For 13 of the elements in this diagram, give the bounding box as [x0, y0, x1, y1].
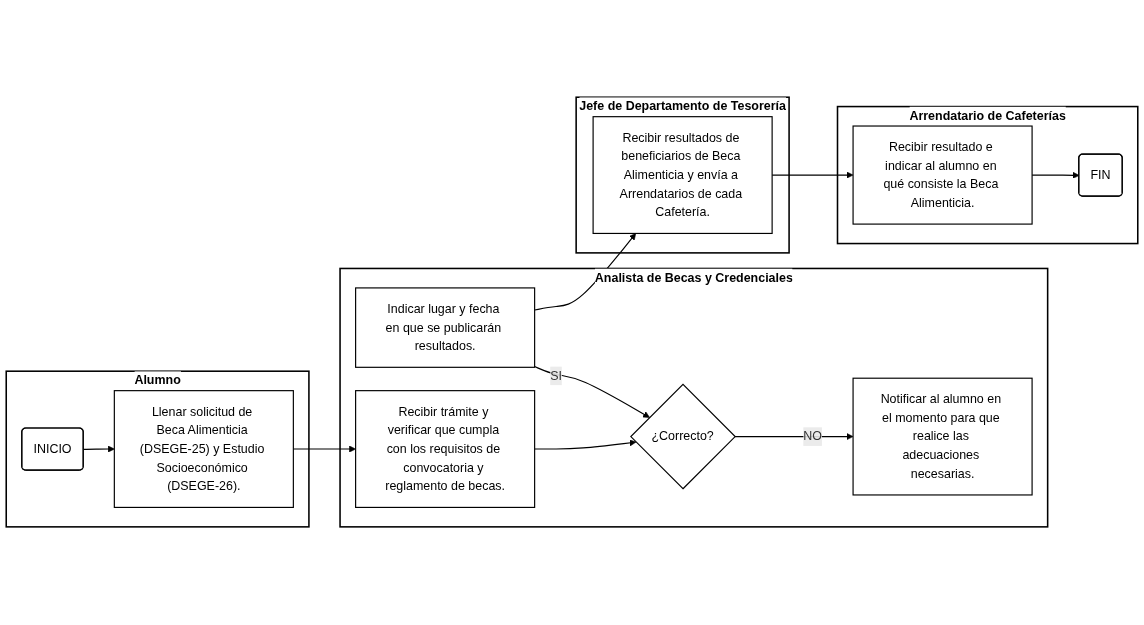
node-box: Indicar lugar y fecha en que se publicarán resultados. [355, 287, 536, 369]
arrow [734, 433, 854, 441]
node-box: Recibir resultados de beneficiarios de Beca Alimenticia y envía a Arrendatarios de cada Cafetería. [592, 116, 773, 235]
node-box: Recibir trámite y verificar que cumpla con los requisitos de convocatoria y reglamento de becas. [355, 390, 536, 509]
arrow [534, 439, 637, 451]
node-box: Llenar solicitud de Beca Alimenticia (DSEGE-25) y Estudio Socioeconómico (DSEGE-26). [113, 390, 294, 509]
node-box: Recibir resultado e indicar al alumno en qué consiste la Beca Alimenticia. [852, 125, 1033, 226]
edge-label: NO [803, 430, 822, 444]
node-box: Notificar al alumno en el momento para que realice las adecuaciones necesarias. [852, 378, 1033, 496]
edge-label: SI [550, 369, 562, 383]
node-diamond: ¿Correcto? [630, 384, 736, 490]
arrow [534, 366, 650, 419]
arrow [83, 446, 115, 453]
